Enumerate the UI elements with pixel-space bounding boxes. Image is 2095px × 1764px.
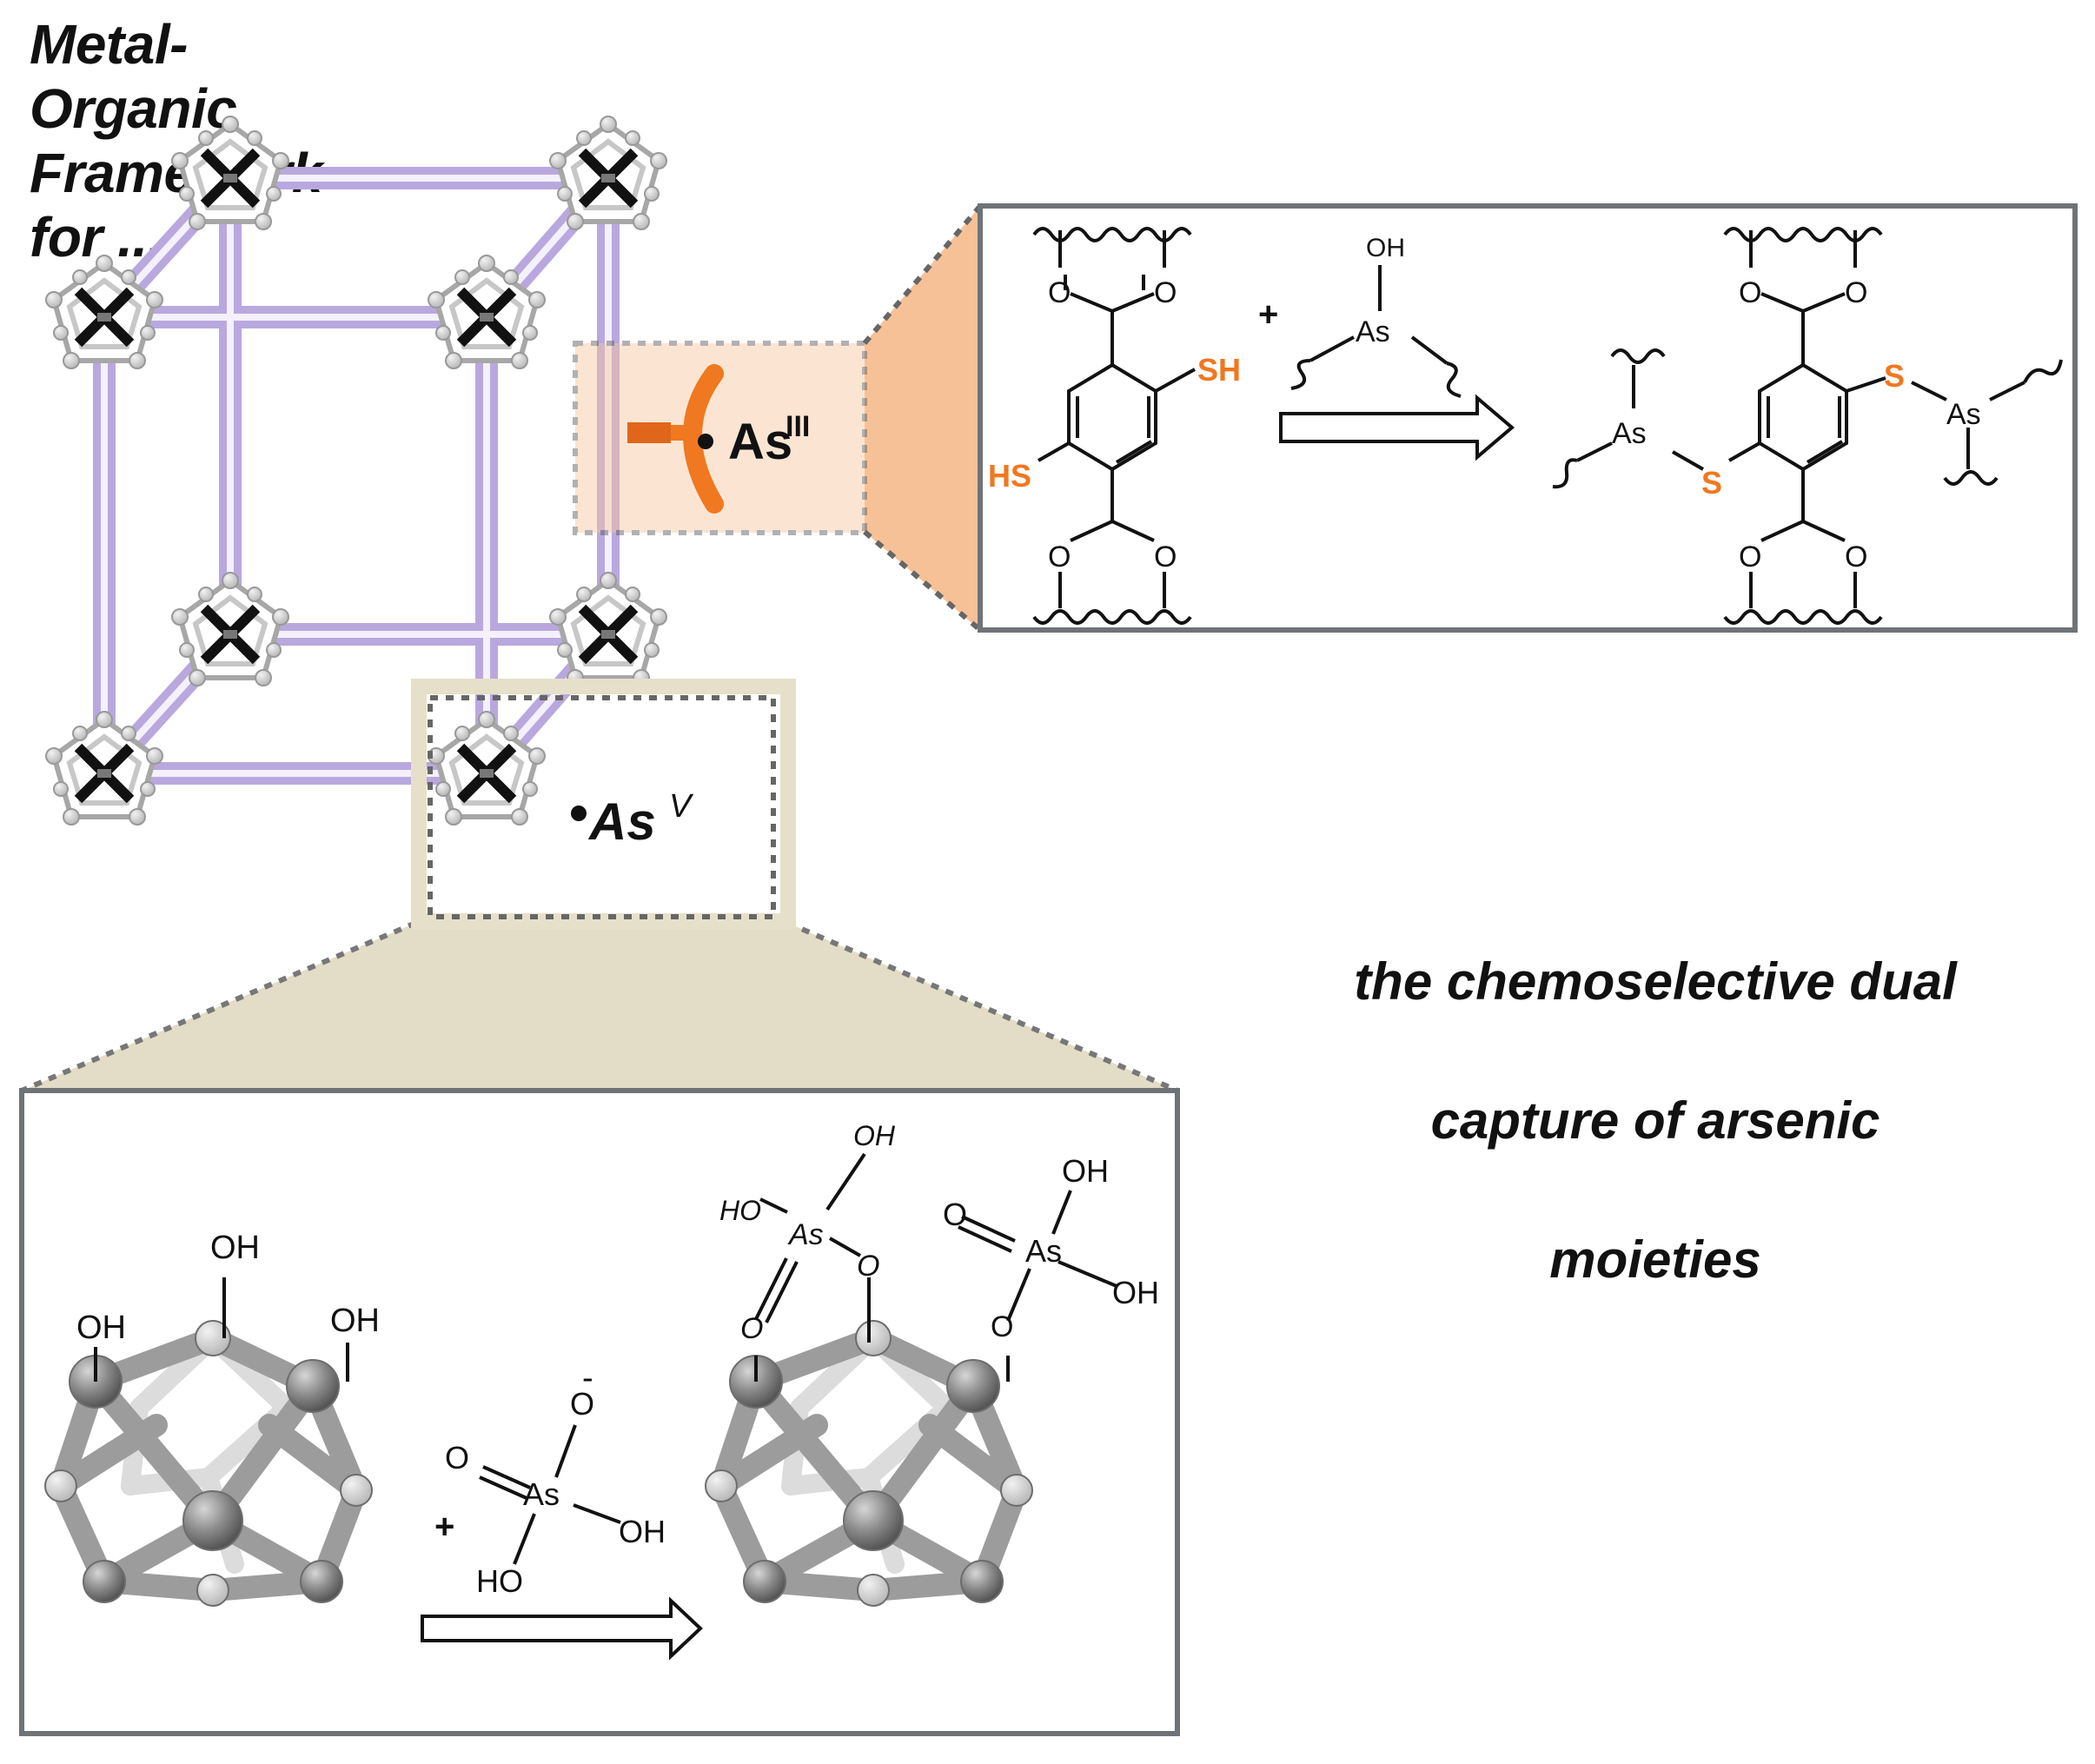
product-oxygen: O xyxy=(991,1310,1013,1343)
product-hydroxyl: OH xyxy=(1062,1153,1109,1189)
product-oxygen: O xyxy=(1845,276,1867,309)
product-hydroxyl: OH xyxy=(853,1120,896,1151)
product-sulfur: S xyxy=(1884,358,1905,394)
reaction-arrow-icon xyxy=(421,1596,703,1661)
product-arsenic: As xyxy=(1025,1233,1062,1269)
product-sulfur: S xyxy=(1701,465,1722,501)
mof-framework xyxy=(46,116,666,825)
caption-line: the chemoselective dual xyxy=(1354,952,1957,1011)
product-oxygen: O xyxy=(857,1250,879,1283)
as3-label: As xyxy=(728,414,792,470)
cluster-hydroxyl: OH xyxy=(330,1303,380,1339)
product-hydroxyl: HO xyxy=(719,1195,761,1226)
product-oxygen: O xyxy=(1739,276,1761,309)
thiol-label: HS xyxy=(988,458,1031,494)
product-oxygen: O xyxy=(1739,540,1761,574)
product-hydroxyl: OH xyxy=(1112,1275,1159,1310)
arsenate-hydroxyl: OH xyxy=(619,1514,666,1549)
plus-sign: + xyxy=(434,1508,454,1546)
thiol-receptor-icon xyxy=(627,364,724,514)
arsenate-arsenic: As xyxy=(523,1476,560,1512)
cluster-hydroxyl: OH xyxy=(210,1230,260,1266)
plus-sign: + xyxy=(1258,295,1278,334)
as3-dot xyxy=(698,434,713,449)
product-oxygen: O xyxy=(740,1312,763,1345)
arsenite-hydroxyl: OH xyxy=(1366,234,1405,262)
linker-oxygen: O xyxy=(1048,540,1071,574)
arsenate-oxygen: O xyxy=(570,1386,594,1422)
product-oxygen: O xyxy=(943,1197,967,1232)
product-arsenic: As xyxy=(787,1218,824,1251)
arsenate-reaction-panel: OH OH OH + O - O As OH HO xyxy=(19,1088,1180,1736)
as5-label: As xyxy=(587,792,656,851)
arsenate-oxygen: O xyxy=(445,1440,469,1476)
thiol-label: SH xyxy=(1197,352,1241,388)
cluster-hydroxyl: OH xyxy=(76,1310,126,1346)
arsenate-hydroxyl: HO xyxy=(476,1563,523,1599)
reaction-arrow-icon xyxy=(1279,394,1515,461)
as5-oxidation-state: V xyxy=(669,788,694,825)
arsenate-charge: - xyxy=(582,1360,593,1396)
as3-zoom: As III xyxy=(573,204,983,633)
linker-oxygen: O xyxy=(1154,276,1177,309)
as5-dot xyxy=(571,806,587,821)
as5-zoom: As V xyxy=(20,679,1179,1093)
thiol-reaction-panel: O O O O SH HS + OH As xyxy=(978,203,2078,633)
as3-oxidation-state: III xyxy=(786,410,810,443)
caption-line: capture of arsenic xyxy=(1430,1091,1880,1150)
caption-line: moieties xyxy=(1549,1230,1761,1289)
linker-oxygen: O xyxy=(1154,540,1177,574)
linker-oxygen: O xyxy=(1048,276,1071,309)
product-arsenic: As xyxy=(1612,417,1647,450)
arsenite-arsenic: As xyxy=(1356,315,1390,348)
product-arsenic: As xyxy=(1946,398,1981,431)
product-oxygen: O xyxy=(1845,540,1867,574)
